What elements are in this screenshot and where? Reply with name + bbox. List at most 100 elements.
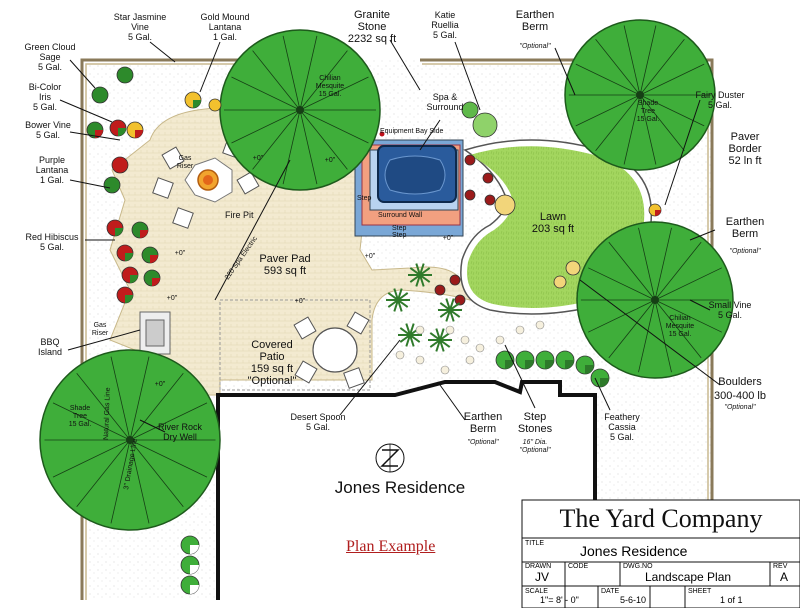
leader-katie [454,41,481,111]
title-caption: TITLE [525,540,545,547]
sheet-value: 1 of 1 [720,595,743,605]
left-shrub-1 [116,66,134,84]
label-earthen-bottom-opt: "Optional" [467,439,499,446]
step-stone-7 [415,355,425,365]
step-stone-9 [465,355,475,365]
step-stone-5 [535,320,545,330]
feathery-cassia-shrub-3 [555,350,575,370]
bottom-left-shrub-0 [180,535,200,555]
label-plus-zero-6: +0" [365,253,376,260]
leader-bower [69,131,121,141]
leader-electric [214,159,291,301]
label-fire-pit: Fire Pit [225,210,254,220]
label-plus-zero-5: +0" [443,235,454,242]
feathery-cassia-shrub-5 [590,368,610,388]
company-name: The Yard Company [559,504,763,533]
katie-ruellia-shrub-2 [461,101,479,119]
scale-value: 1"= 8' - 0" [540,595,579,605]
step-stone-10 [415,325,425,335]
leader-earthen-bottom [439,384,466,421]
leader-desert-spoon [339,339,401,416]
step-stone-1 [460,335,470,345]
red-hibiscus-shrub-5 [143,269,161,287]
bottom-left-shrub-2 [180,575,200,595]
leader-bicolor [59,99,113,123]
drawn-caption: DRAWN [525,563,552,570]
desert-spoon-3 [398,323,422,347]
label-plus-zero-2: +0" [167,295,178,302]
step-stone-0 [445,325,455,335]
shade-tree-1 [564,19,716,171]
date-caption: DATE [601,588,620,595]
leader-earthen-top [554,47,576,96]
left-shrub-0 [91,86,109,104]
house-outline [216,380,597,600]
step-stone-6 [395,350,405,360]
left-shrub-3 [109,119,127,137]
rev-caption: REV [773,563,788,570]
red-lantana-shrub-1 [482,172,494,184]
red-hibiscus-shrub-2 [116,244,134,262]
code-caption: CODE [568,563,589,570]
date-value: 5-6-10 [620,595,647,605]
red-hibiscus-shrub-3 [141,246,159,264]
label-earthen-right-opt: "Optional" [729,248,761,255]
left-shrub-4 [126,121,144,139]
leader-river-rock [139,419,166,433]
red-hibiscus-shrub-4 [121,266,139,284]
label-step-stones-dia: 16" Dia."Optional" [519,439,551,454]
title-value: Jones Residence [580,543,688,559]
leader-gold-mound [199,41,221,93]
red-lantana-shrub-2 [464,189,476,201]
bottom-left-shrub-1 [180,555,200,575]
label-boulders: Boulders [718,376,762,388]
boulder-2 [565,260,581,276]
chilian-mesquite-tree-1 [219,29,381,191]
spa-surround-wall-label: Surround Wall [378,212,423,219]
label-boulders-opt: "Optional" [724,404,756,411]
leader-star-jasmine [149,41,176,63]
red-lantana-shrub-0 [464,154,476,166]
fairy-duster-shrub [648,203,662,217]
step-stone-8 [440,365,450,375]
boulder-3 [553,275,567,289]
spa-step-label-2: Step [392,232,407,239]
boulder-1 [494,194,516,216]
dwg-value: Landscape Plan [645,570,732,584]
shade-tree-2 [39,349,221,531]
label-boulders-weight: 300-400 lb [714,390,766,402]
red-hibiscus-shrub-1 [131,221,149,239]
desert-spoon-1 [408,263,432,287]
step-stone-2 [475,343,485,353]
leader-green-cloud [69,59,96,89]
left-shrub-5 [111,156,129,174]
step-stone-3 [495,335,505,345]
label-natural-gas: Natural Gas Line [103,387,112,440]
label-plus-zero-3: +0" [253,155,264,162]
label-equipment: Equipment Bay Side [380,128,444,135]
red-hibiscus-shrub-6 [116,286,134,304]
feathery-cassia-shrub-0 [495,350,515,370]
katie-ruellia-shrub-1 [472,112,498,138]
bbq-island [139,311,171,355]
leader-step-stones [504,344,536,409]
spa-step-label-3: Step [357,195,372,202]
spa: Surround Wall Step Step Step [354,131,464,239]
